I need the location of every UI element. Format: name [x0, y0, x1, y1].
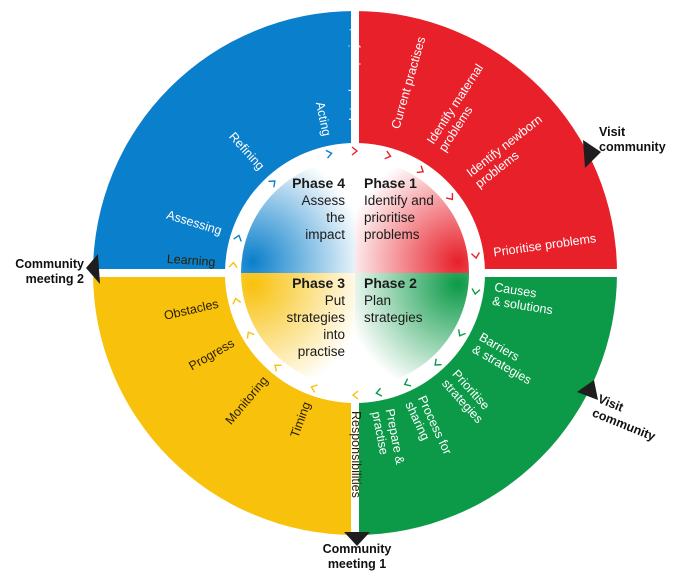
chevron-icon — [445, 193, 454, 201]
chevron-icon — [268, 180, 276, 188]
triangle-marker-icon — [577, 380, 598, 400]
chevron-icon — [351, 390, 359, 400]
red-step-1: Introduce project — [347, 27, 361, 121]
centre-quadrant-yellow — [241, 273, 355, 387]
phase4-title: Phase 4 — [292, 175, 345, 191]
chevron-icon — [274, 364, 282, 372]
chevron-icon — [310, 384, 318, 393]
chevron-icon — [246, 331, 255, 339]
triangle-marker-icon — [583, 140, 601, 168]
phase2-line: Plan — [364, 293, 391, 308]
phase3-line: into — [323, 327, 345, 342]
phase1-title: Phase 1 — [364, 175, 417, 191]
phase4-label: Phase 4 Assess the impact — [292, 175, 345, 242]
phase2-title: Phase 2 — [364, 275, 417, 291]
chevron-icon — [384, 150, 392, 160]
chevron-icon — [228, 261, 238, 269]
phase3-line: strategies — [286, 310, 345, 325]
centre-quadrant-blue — [241, 159, 355, 273]
centre-quadrant-red — [355, 159, 469, 273]
phase2-line: strategies — [364, 310, 423, 325]
chevron-icon — [232, 297, 242, 305]
yellow-step-1: Responsibilities — [349, 411, 363, 498]
phase4-line: impact — [305, 227, 345, 242]
phase3-label: Phase 3 Put strategies into practise — [286, 275, 345, 359]
centre-quadrant-green — [355, 273, 469, 387]
chevron-icon — [351, 146, 359, 156]
chevron-icon — [434, 358, 442, 366]
triangle-marker-icon — [86, 254, 100, 284]
chevron-icon — [325, 149, 333, 159]
phase3-line: Put — [325, 293, 346, 308]
milestone-visit2: Visitcommunity — [577, 380, 663, 444]
chevron-icon — [403, 378, 412, 387]
phase4-line: the — [326, 210, 345, 225]
chevron-icon — [457, 329, 466, 337]
triangle-marker-icon — [344, 532, 370, 546]
phase3-title: Phase 3 — [292, 275, 345, 291]
chevron-icon — [471, 288, 481, 296]
chevron-icon — [375, 387, 383, 397]
phase2-label: Phase 2 Plan strategies — [364, 275, 423, 325]
chevron-icon — [416, 165, 425, 174]
chevron-icon — [470, 252, 480, 260]
milestone-label: Visitcommunity — [590, 392, 663, 444]
yellow-step-6: Learning — [166, 252, 216, 269]
chevron-icon — [233, 234, 242, 242]
phase1-line: prioritise — [364, 210, 415, 225]
phase1-line: Identify and — [364, 193, 434, 208]
step-chevrons — [228, 146, 481, 400]
phase-centre — [241, 159, 469, 387]
phase4-line: Assess — [301, 193, 345, 208]
phase1-label: Phase 1 Identify and prioritise problems — [364, 175, 434, 242]
phase3-line: practise — [298, 344, 345, 359]
phase1-line: problems — [364, 227, 420, 242]
